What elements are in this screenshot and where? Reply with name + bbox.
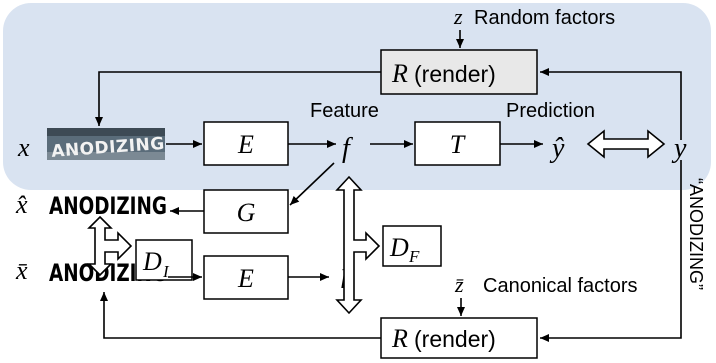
generator-symbol: G xyxy=(237,198,256,227)
generator-block: G xyxy=(203,189,289,234)
render-bottom-symbol: R xyxy=(391,324,408,353)
render-top-block: R (render) xyxy=(380,49,538,95)
arrow-y-to-render-bottom xyxy=(540,160,682,342)
random-factors-label: Random factors xyxy=(474,7,615,29)
feature-disc-symbol: D xyxy=(389,233,409,262)
canonical-factor-symbol: z̄ xyxy=(454,272,464,297)
feature-variable-f: f xyxy=(342,133,353,164)
image-disc-subscript: I xyxy=(162,262,170,281)
reconstructed-word-image: ANODIZING xyxy=(49,192,167,220)
arrow-render-to-canonical xyxy=(100,292,381,339)
arrow-render-to-input xyxy=(95,71,381,126)
render-top-symbol: R xyxy=(391,59,408,88)
canonical-variable-x-bar: x̄ xyxy=(15,256,28,285)
input-variable-x: x xyxy=(17,133,30,162)
arrow-feature-to-generator xyxy=(289,162,335,206)
random-factors-region xyxy=(3,3,711,190)
render-top-text: (render) xyxy=(414,61,496,87)
prediction-label: Prediction xyxy=(506,100,595,122)
render-bottom-block: R (render) xyxy=(380,317,538,359)
encoder-top-block: E xyxy=(203,121,289,166)
random-factor-symbol: z xyxy=(453,4,463,29)
image-disc-symbol: D xyxy=(142,247,162,276)
input-word-image: ANODIZING xyxy=(47,128,165,162)
label-variable-y: y xyxy=(671,133,687,164)
feature-discriminator-block: D F xyxy=(382,225,442,267)
image-discriminator-block: D I xyxy=(135,239,193,281)
encoder-bottom-symbol: E xyxy=(237,264,254,293)
encoder-top-symbol: E xyxy=(237,130,254,159)
encoder-bottom-block: E xyxy=(203,255,289,300)
prediction-variable-y-hat: ŷ xyxy=(549,133,565,164)
canonical-factors-label: Canonical factors xyxy=(483,275,638,297)
reconstruction-variable-x-hat: x̂ xyxy=(15,190,28,219)
task-block: T xyxy=(414,121,501,166)
feature-discriminator-arrow xyxy=(335,175,381,315)
comparison-double-arrow xyxy=(586,129,666,159)
task-symbol: T xyxy=(450,130,466,159)
image-discriminator-arrow xyxy=(87,215,133,277)
arrow-y-to-render-top xyxy=(540,68,682,140)
feature-disc-subscript: F xyxy=(408,247,420,266)
render-bottom-text: (render) xyxy=(414,326,496,352)
ground-truth-label-text: “ANODIZING” xyxy=(686,178,706,290)
feature-label: Feature xyxy=(310,100,379,122)
